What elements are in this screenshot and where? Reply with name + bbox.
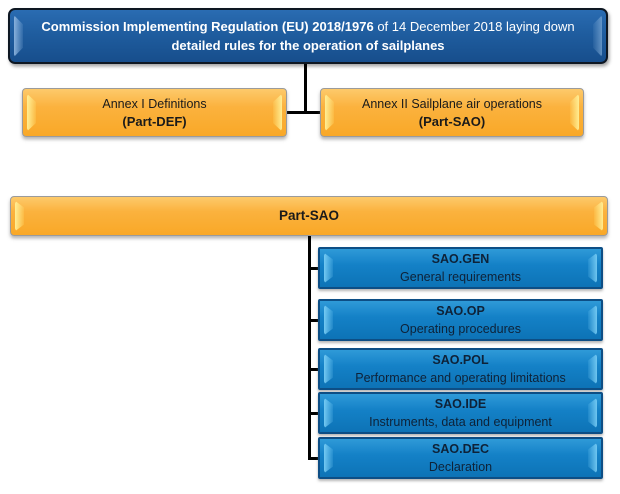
bevel-highlight <box>324 304 333 336</box>
regulation-title-line1: Commission Implementing Regulation (EU) … <box>41 17 574 36</box>
bevel-highlight <box>570 93 579 132</box>
regulation-title-box: Commission Implementing Regulation (EU) … <box>8 8 608 64</box>
section-box-sao-ide: SAO.IDE Instruments, data and equipment <box>318 392 603 434</box>
section-description: General requirements <box>400 270 521 284</box>
regulation-title-regular: of 14 December 2018 laying down <box>373 19 575 34</box>
connector-stub-sao-pol <box>308 368 319 371</box>
bevel-highlight <box>27 93 36 132</box>
regulation-title-bold: Commission Implementing Regulation (EU) … <box>41 19 374 34</box>
section-box-sao-pol: SAO.POL Performance and operating limita… <box>318 348 603 390</box>
section-box-sao-op: SAO.OP Operating procedures <box>318 299 603 341</box>
section-code: SAO.GEN <box>431 252 490 266</box>
bevel-highlight <box>588 252 597 284</box>
bevel-highlight <box>588 353 597 385</box>
bevel-highlight <box>588 304 597 336</box>
section-box-sao-dec: SAO.DEC Declaration <box>318 437 603 479</box>
connector-stub-sao-op <box>308 319 319 322</box>
bevel-highlight <box>324 252 333 284</box>
bevel-highlight <box>273 93 282 132</box>
annex-part-label: (Part-SAO) <box>418 113 486 129</box>
section-code: SAO.DEC <box>432 442 489 456</box>
connector-stub-sao-dec <box>308 457 319 460</box>
annex-part-label: (Part-DEF) <box>122 113 187 129</box>
annex-ii-sailplane-box: Annex II Sailplane air operations (Part-… <box>320 88 584 137</box>
annex-name: Annex I Definitions <box>102 96 207 111</box>
annex-i-definitions-box: Annex I Definitions (Part-DEF) <box>22 88 287 137</box>
regulation-title-line2: detailed rules for the operation of sail… <box>171 38 445 53</box>
bevel-highlight <box>588 442 597 474</box>
connector-horizontal-annexes <box>287 111 323 114</box>
bevel-highlight <box>588 397 597 429</box>
bevel-highlight <box>593 15 602 57</box>
section-description: Declaration <box>428 460 493 474</box>
section-description: Instruments, data and equipment <box>369 415 552 429</box>
connector-stub-sao-ide <box>308 412 319 415</box>
bevel-highlight <box>324 397 333 429</box>
bevel-highlight <box>14 15 23 57</box>
section-code: SAO.IDE <box>434 397 487 411</box>
section-description: Operating procedures <box>400 322 521 336</box>
section-code: SAO.POL <box>432 353 489 367</box>
connector-stub-sao-gen <box>308 267 319 270</box>
bevel-highlight <box>324 353 333 385</box>
section-description: Performance and operating limitations <box>355 371 566 385</box>
connector-vertical-top <box>304 64 307 114</box>
section-box-sao-gen: SAO.GEN General requirements <box>318 247 603 289</box>
annex-name: Annex II Sailplane air operations <box>362 96 542 111</box>
connector-vertical-sections <box>308 236 311 460</box>
part-sao-label: Part-SAO <box>278 208 339 223</box>
bevel-highlight <box>15 200 24 232</box>
section-code: SAO.OP <box>436 304 485 318</box>
part-sao-box: Part-SAO <box>10 196 608 236</box>
bevel-highlight <box>324 442 333 474</box>
bevel-highlight <box>325 93 334 132</box>
bevel-highlight <box>594 200 603 232</box>
